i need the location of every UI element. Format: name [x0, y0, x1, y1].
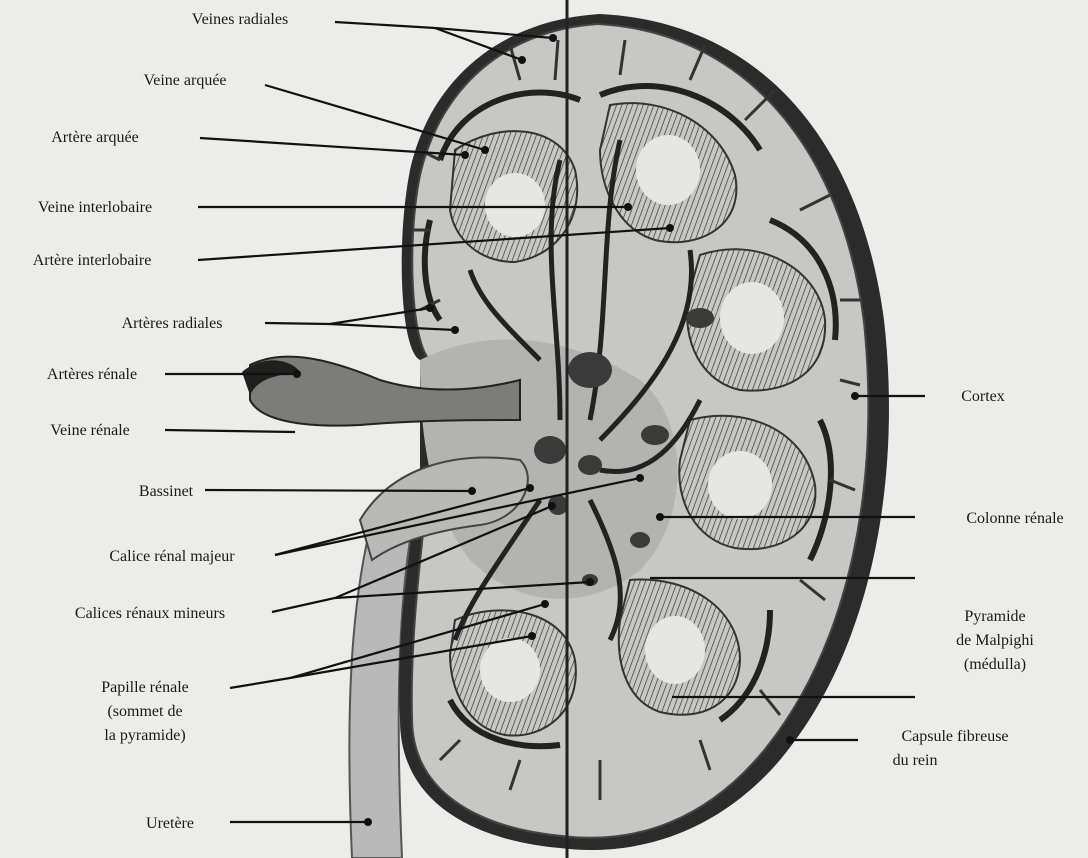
label-uretere: Uretère	[146, 815, 194, 832]
label-arteres-radiales: Artères radiales	[122, 315, 223, 332]
label-calices-mineurs: Calices rénaux mineurs	[75, 605, 225, 622]
label-pyramide-1: Pyramide	[964, 608, 1025, 625]
label-colonne: Colonne rénale	[966, 510, 1063, 527]
label-veine-interlobaire: Veine interlobaire	[38, 199, 152, 216]
label-artere-arquee: Artère arquée	[51, 129, 139, 146]
label-pyramide-3: (médulla)	[964, 656, 1026, 673]
label-cortex: Cortex	[961, 388, 1005, 405]
label-papille-3: la pyramide)	[104, 727, 185, 744]
label-papille-1: Papille rénale	[101, 679, 189, 696]
label-arteres-renale: Artères rénale	[47, 366, 137, 383]
label-artere-interlobaire: Artère interlobaire	[33, 252, 152, 269]
label-papille-2: (sommet de	[107, 703, 182, 720]
label-calice-majeur: Calice rénal majeur	[109, 548, 235, 565]
label-veine-arquee: Veine arquée	[143, 72, 226, 89]
label-bassinet: Bassinet	[139, 483, 194, 500]
label-capsule-2: du rein	[893, 752, 938, 769]
label-capsule-1: Capsule fibreuse	[901, 728, 1008, 745]
label-veine-renale: Veine rénale	[50, 422, 130, 439]
label-veines-radiales: Veines radiales	[192, 11, 288, 28]
label-pyramide-2: de Malpighi	[956, 632, 1034, 649]
